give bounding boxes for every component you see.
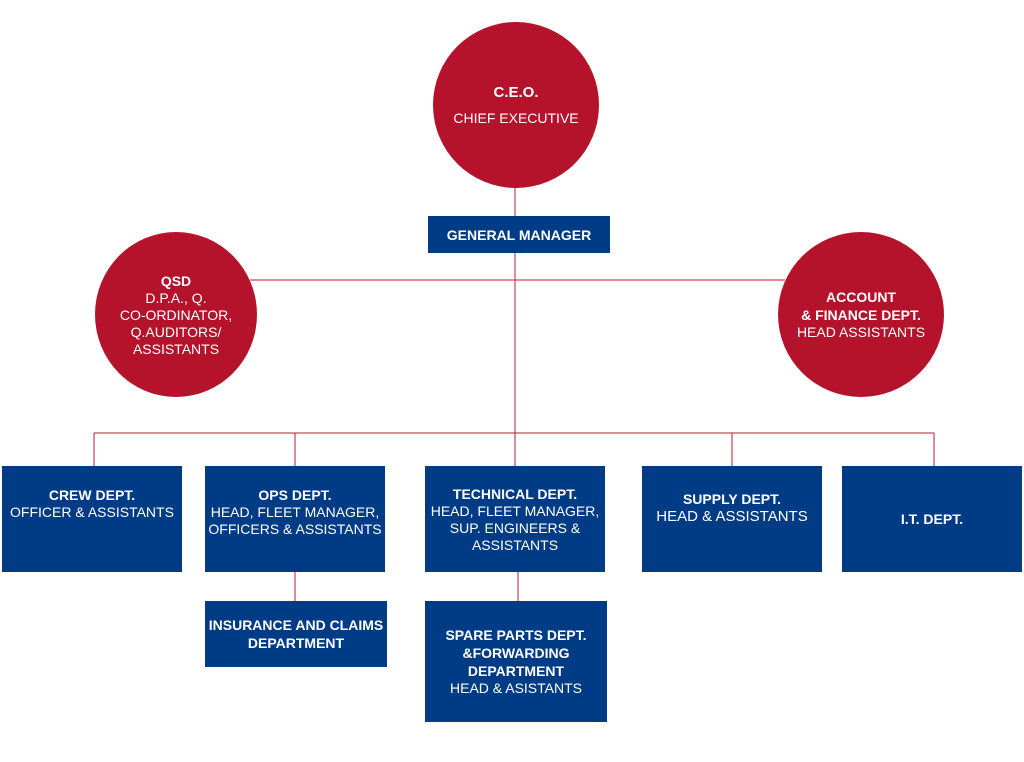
qsd-node: QSD D.P.A., Q. CO-ORDINATOR, Q.AUDITORS/… [95, 232, 257, 397]
insurance-dept-title: INSURANCE AND CLAIMS DEPARTMENT [208, 617, 384, 651]
it-dept-node: I.T. DEPT. [842, 466, 1022, 572]
spare-parts-dept-subtitle: HEAD & ASISTANTS [450, 680, 582, 696]
qsd-subtitle: D.P.A., Q. CO-ORDINATOR, Q.AUDITORS/ ASS… [119, 289, 233, 357]
technical-dept-subtitle: HEAD, FLEET MANAGER, SUP. ENGINEERS & AS… [430, 502, 600, 553]
qsd-title: QSD [160, 272, 192, 289]
ops-dept-node: OPS DEPT. HEAD, FLEET MANAGER, OFFICERS … [205, 466, 385, 572]
ceo-subtitle: CHIEF EXECUTIVE [453, 109, 579, 126]
crew-dept-node: CREW DEPT. OFFICER & ASSISTANTS [2, 466, 182, 572]
general-manager-node: GENERAL MANAGER [428, 216, 610, 253]
supply-dept-subtitle: HEAD & ASSISTANTS [656, 508, 808, 525]
ceo-title: C.E.O. [493, 83, 539, 101]
crew-dept-title: CREW DEPT. [48, 487, 136, 503]
spare-parts-dept-title: SPARE PARTS DEPT. &FORWARDING DEPARTMENT [445, 627, 587, 679]
ceo-node: C.E.O. CHIEF EXECUTIVE [433, 22, 599, 188]
ops-dept-subtitle: HEAD, FLEET MANAGER, OFFICERS & ASSISTAN… [208, 504, 382, 537]
crew-dept-subtitle: OFFICER & ASSISTANTS [10, 504, 174, 520]
finance-node: ACCOUNT & FINANCE DEPT. HEAD ASSISTANTS [778, 232, 944, 397]
supply-dept-title: SUPPLY DEPT. [682, 491, 782, 507]
technical-dept-node: TECHNICAL DEPT. HEAD, FLEET MANAGER, SUP… [425, 466, 605, 572]
finance-title: ACCOUNT & FINANCE DEPT. [801, 289, 921, 323]
ops-dept-title: OPS DEPT. [258, 487, 332, 503]
technical-dept-title: TECHNICAL DEPT. [452, 485, 578, 502]
spare-parts-dept-node: SPARE PARTS DEPT. &FORWARDING DEPARTMENT… [425, 601, 607, 722]
general-manager-title: GENERAL MANAGER [446, 226, 592, 243]
supply-dept-node: SUPPLY DEPT. HEAD & ASSISTANTS [642, 466, 822, 572]
finance-subtitle: HEAD ASSISTANTS [796, 324, 926, 340]
it-dept-title: I.T. DEPT. [900, 511, 964, 527]
insurance-dept-node: INSURANCE AND CLAIMS DEPARTMENT [205, 601, 387, 667]
